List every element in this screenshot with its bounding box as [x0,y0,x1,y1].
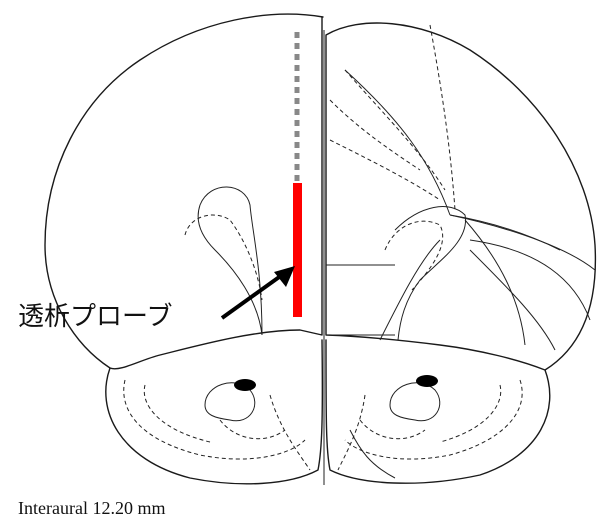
left-ventricle-boundary [185,215,262,300]
right-hemisphere-regions [326,25,595,350]
right-nucleus-marker [416,375,438,387]
figure-caption: Interaural 12.20 mm [18,498,165,519]
right-hemisphere-outline [326,23,595,370]
left-nucleus-marker [234,379,256,391]
probe-label: 透析プローブ [18,296,172,333]
dialysis-probe [293,183,302,317]
ventral-regions [106,340,550,484]
